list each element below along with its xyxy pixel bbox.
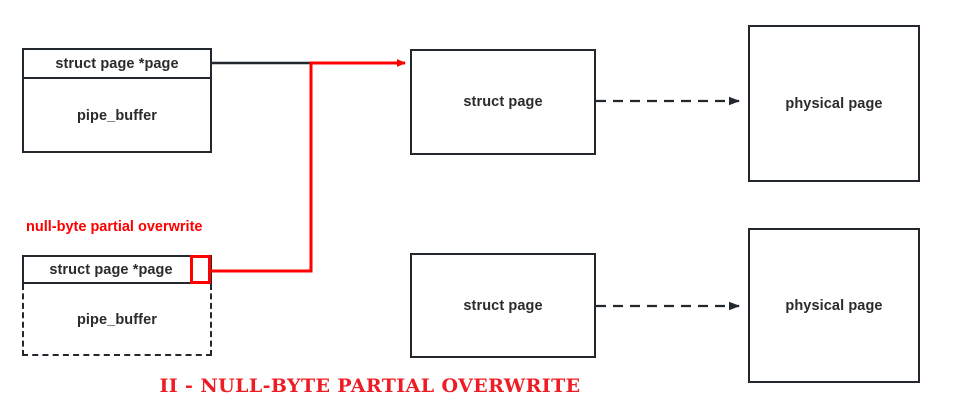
edge-corrupted-pointer (210, 59, 406, 273)
physical-page-top-box (748, 25, 920, 182)
physical-page-bottom-box (748, 228, 920, 383)
physical-page-bottom-label: physical page (785, 297, 883, 314)
physical-page-top-label: physical page (785, 95, 883, 112)
pipe-buffer-top-body-label: pipe_buffer (76, 108, 158, 124)
pipe-buffer-bottom-body-cell (22, 284, 212, 356)
null-byte-highlight-marker (190, 255, 211, 284)
pipe-buffer-bottom-body-label: pipe_buffer (76, 312, 158, 328)
pipe-buffer-bottom-header-label: struct page *page (49, 261, 173, 278)
null-byte-overwrite-annotation: null-byte partial overwrite (26, 219, 203, 235)
struct-page-top-label: struct page (463, 94, 543, 110)
pipe-buffer-top-header-cell (22, 48, 212, 79)
struct-page-bottom-label: struct page (463, 297, 543, 314)
diagram-caption: II - NULL-BYTE PARTIAL OVERWRITE (159, 375, 581, 397)
pipe-buffer-bottom-header-cell (22, 255, 212, 284)
pipe-buffer-top-body-cell (22, 79, 212, 153)
pipe-buffer-top-header-label: struct page *page (55, 55, 179, 72)
struct-page-top-box (410, 49, 596, 155)
struct-page-bottom-box (410, 253, 596, 358)
